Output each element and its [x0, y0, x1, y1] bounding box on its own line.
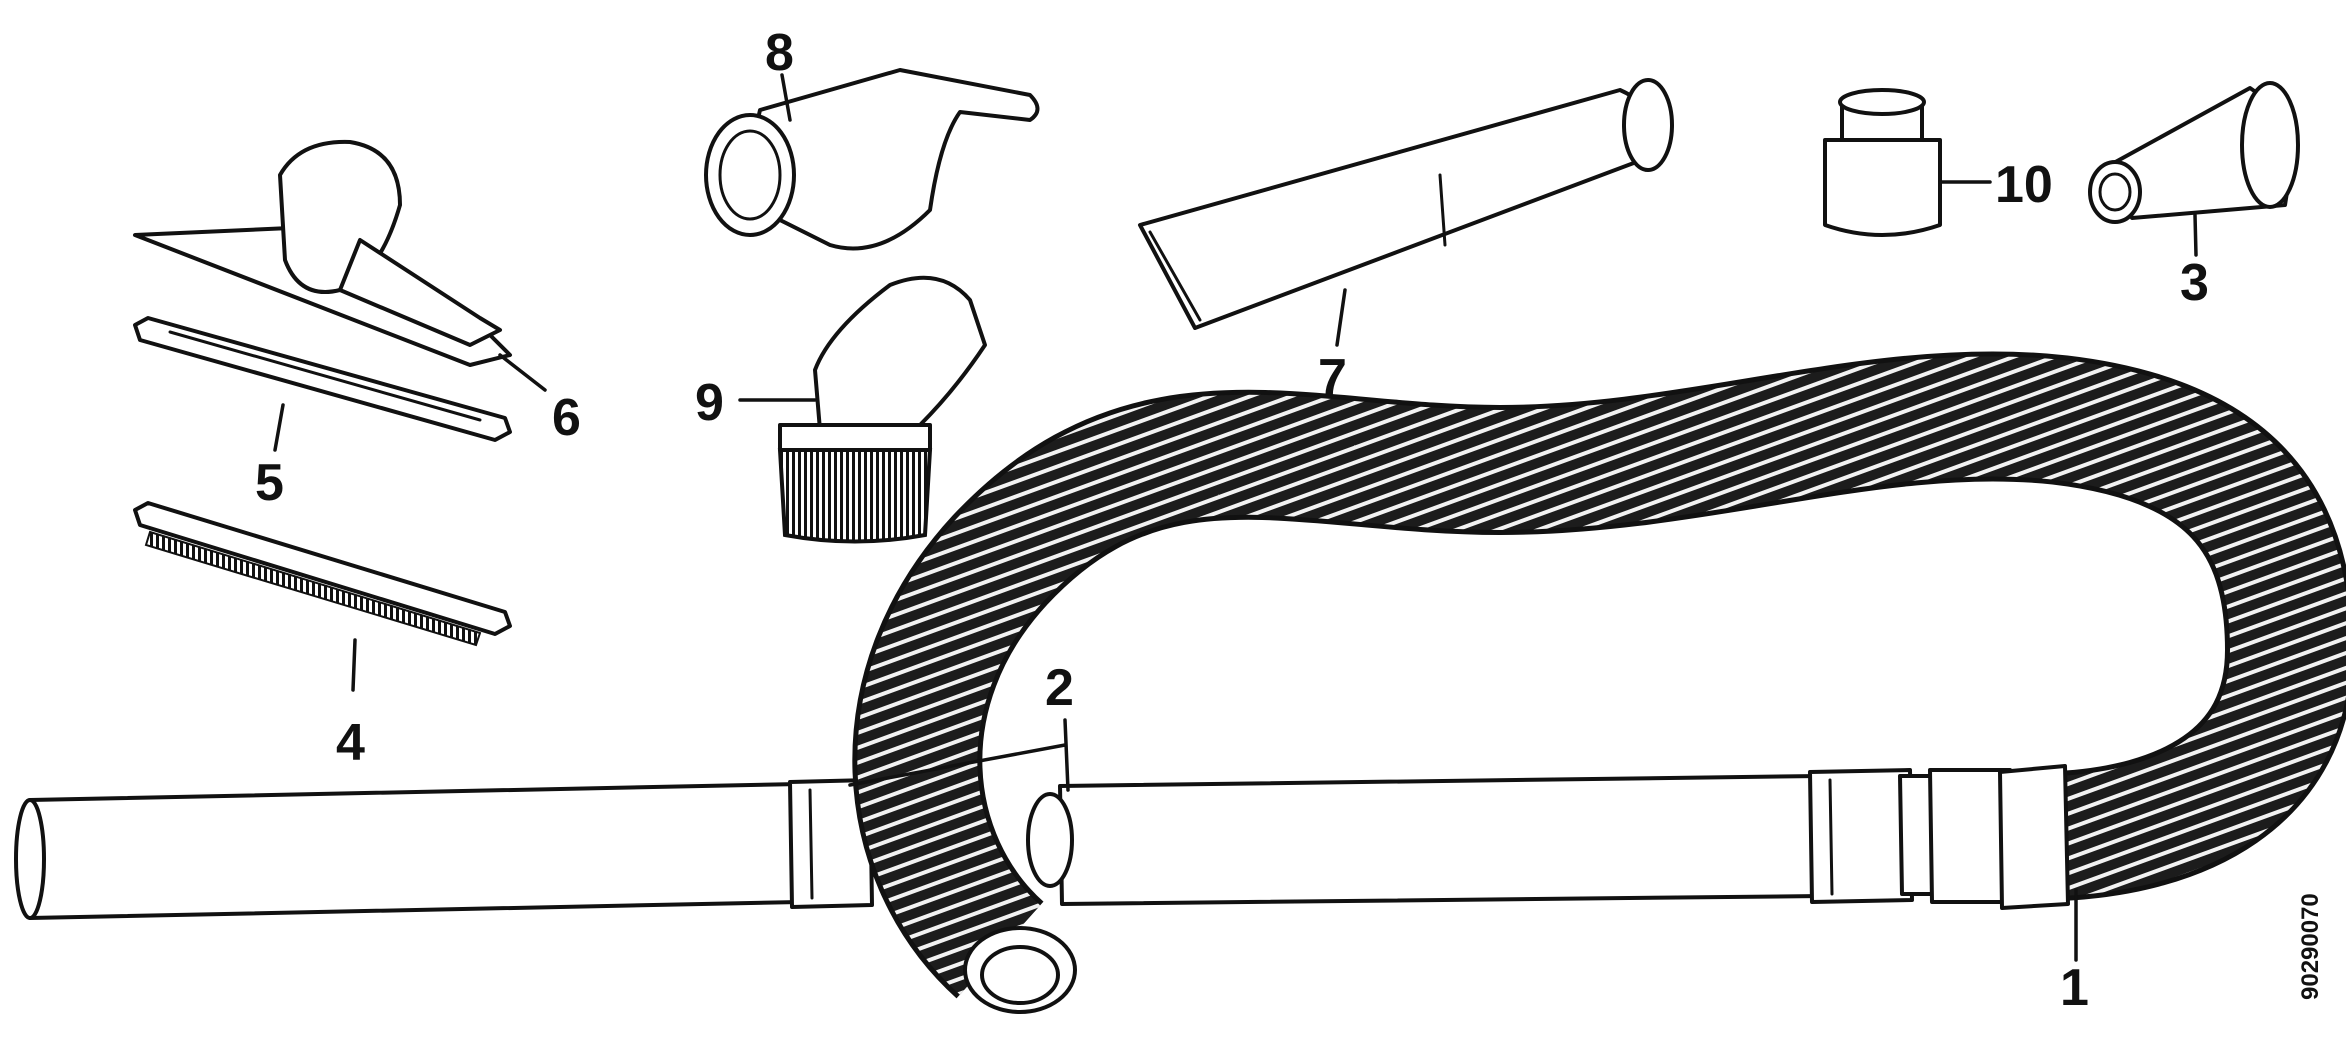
suction-tube-right	[1026, 768, 2014, 906]
callout-4: 4	[336, 714, 365, 772]
callout-2: 2	[1045, 659, 1074, 717]
floor-insert-brush	[133, 501, 512, 647]
suction-tube-left	[14, 778, 874, 920]
leader-line-5	[273, 403, 285, 452]
callout-9: 9	[695, 374, 724, 432]
document-number: 90290070	[2297, 893, 2324, 1000]
callout-10: 10	[1995, 156, 2053, 214]
callout-1: 1	[2060, 959, 2089, 1017]
floor-nozzle	[133, 139, 512, 367]
floor-insert-plain	[133, 316, 512, 442]
leader-line-8	[780, 73, 792, 122]
callout-7: 7	[1318, 349, 1347, 407]
leader-line-3	[2193, 213, 2198, 257]
callout-8: 8	[765, 24, 794, 82]
leader-line-7	[1335, 288, 1347, 347]
leader-line-6	[498, 353, 547, 392]
leader-line-2	[848, 718, 1070, 792]
dusting-brush	[777, 275, 987, 544]
flexible-hose	[852, 351, 2346, 1014]
reducer-sleeve	[1823, 88, 1942, 237]
upholstery-nozzle	[704, 68, 1040, 251]
callout-6: 6	[552, 389, 581, 447]
conical-adapter	[2088, 81, 2300, 224]
leader-line-4	[351, 638, 357, 692]
crevice-nozzle	[1138, 78, 1674, 330]
callout-3: 3	[2180, 254, 2209, 312]
callout-5: 5	[255, 454, 284, 512]
